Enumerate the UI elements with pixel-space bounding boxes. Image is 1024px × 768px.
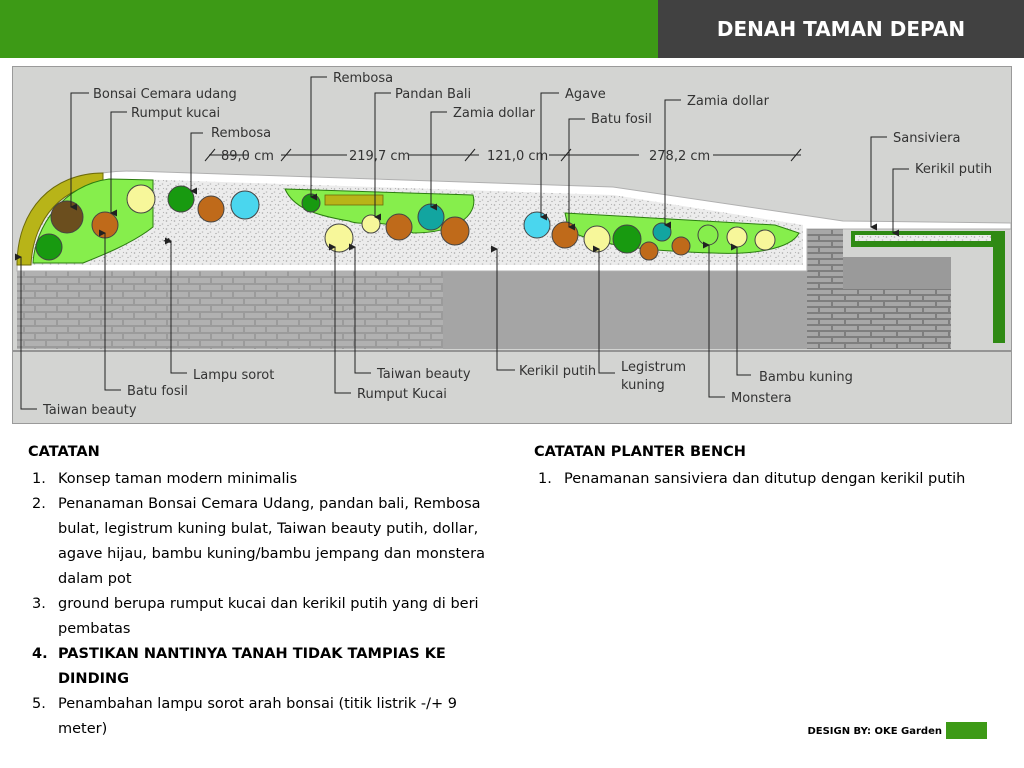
plant-agave-1	[230, 190, 260, 220]
brick-paving	[17, 269, 443, 349]
note-text: PASTIKAN NANTINYA TANAH TIDAK TAMPIAS KE…	[58, 646, 446, 687]
note-text: Penamanan sansiviera dan ditutup dengan …	[564, 471, 966, 487]
plant-batu-fosil-4	[551, 221, 579, 249]
label-agave: Agave	[565, 87, 606, 102]
label-kerikil-putih-bottom: Kerikil putih	[519, 364, 596, 379]
plant-taiwan-beauty-2	[324, 223, 354, 253]
label-taiwan-beauty-mid: Taiwan beauty	[376, 367, 471, 382]
label-kerikil-putih-right: Kerikil putih	[915, 162, 992, 177]
planter-notes-title: CATATAN PLANTER BENCH	[534, 444, 746, 460]
note-text: Penambahan lampu sorot arah bonsai (titi…	[58, 696, 457, 737]
note-text: Penanaman Bonsai Cemara Udang, pandan ba…	[58, 496, 485, 587]
plant-batu-fosil-3	[440, 216, 470, 246]
pandan-bali-block	[324, 194, 384, 206]
label-lampu-sorot: Lampu sorot	[193, 368, 274, 383]
page-title: DENAH TAMAN DEPAN	[658, 0, 1024, 58]
planter-notes-section: CATATAN PLANTER BENCH 1. Penamanan sansiv…	[534, 444, 1004, 492]
header-accent-bar	[0, 0, 658, 58]
dimension-278: 278,2 cm	[649, 149, 710, 164]
planter-notes-list: 1. Penamanan sansiviera dan ditutup denga…	[534, 467, 1004, 492]
label-leaders	[15, 76, 909, 410]
plant-labels: Bonsai Cemara udang Rumput kucai Rembosa…	[42, 71, 992, 418]
plant-legistrum	[583, 225, 611, 253]
label-sansiviera: Sansiviera	[893, 131, 960, 146]
label-bonsai-cemara-udang: Bonsai Cemara udang	[93, 87, 237, 102]
note-item: 2. Penanaman Bonsai Cemara Udang, pandan …	[28, 492, 508, 592]
note-number: 3.	[32, 596, 46, 612]
planter-note-item: 1. Penamanan sansiviera dan ditutup denga…	[534, 467, 1004, 492]
plan-drawing: 89,0 cm 219,7 cm 121,0 cm 278,2 cm Bonsa…	[13, 71, 1011, 418]
note-number: 1.	[32, 471, 46, 487]
plant-bambu-1	[697, 224, 719, 246]
plant-zamia-1	[417, 203, 445, 231]
note-item: 3. ground berupa rumput kucai dan kerikil…	[28, 592, 508, 642]
note-text: Konsep taman modern minimalis	[58, 471, 298, 487]
label-batu-fosil-bottom: Batu fosil	[127, 384, 188, 399]
sansiviera-strip-vertical	[993, 231, 1005, 343]
notes-title: CATATAN	[28, 444, 100, 460]
notes-section: CATATAN 1. Konsep taman modern minimalis …	[28, 444, 508, 742]
label-bambu-kuning: Bambu kuning	[759, 370, 853, 385]
plant-batu-fosil-5	[639, 241, 659, 261]
plant-batu-fosil-2	[385, 213, 413, 241]
plant-rumput-kucai	[126, 184, 156, 214]
notes-list: 1. Konsep taman modern minimalis 2. Penana…	[28, 467, 508, 742]
label-batu-fosil-top: Batu fosil	[591, 112, 652, 127]
label-rumput-kucai-top: Rumput kucai	[131, 106, 220, 121]
plant-taiwan-beauty	[35, 233, 63, 261]
label-taiwan-beauty-bottom: Taiwan beauty	[42, 403, 137, 418]
label-rembosa-top: Rembosa	[333, 71, 393, 86]
plant-rembosa-2	[197, 195, 225, 223]
garden-plan: 89,0 cm 219,7 cm 121,0 cm 278,2 cm Bonsa…	[12, 66, 1012, 424]
note-number: 1.	[538, 471, 552, 487]
dimension-121: 121,0 cm	[487, 149, 548, 164]
label-rumput-kucai-bottom: Rumput Kucai	[357, 387, 447, 402]
plant-rembosa	[167, 185, 195, 213]
note-number: 2.	[32, 496, 46, 512]
dimension-lines	[204, 148, 802, 162]
note-item: 5. Penambahan lampu sorot arah bonsai (ti…	[28, 692, 508, 742]
plant-agave-2	[523, 211, 551, 239]
label-zamia-dollar-1: Zamia dollar	[453, 106, 536, 121]
label-legistrum-1: Legistrum	[621, 360, 686, 375]
plant-bambu-3	[754, 229, 776, 251]
label-zamia-dollar-2: Zamia dollar	[687, 94, 770, 109]
dimension-89: 89,0 cm	[221, 149, 274, 164]
note-number: 5.	[32, 696, 46, 712]
label-legistrum-2: kuning	[621, 378, 665, 393]
plant-rumput-kucai-2	[361, 214, 381, 234]
plant-taiwan-beauty-3	[612, 224, 642, 254]
label-pandan-bali: Pandan Bali	[395, 87, 471, 102]
note-number: 4.	[32, 646, 48, 662]
design-credit: DESIGN BY: OKE Garden	[807, 726, 942, 737]
plant-bonsai	[50, 200, 84, 234]
label-rembosa-left: Rembosa	[211, 126, 271, 141]
planter-bench-wall	[807, 229, 843, 349]
planter-bench-brick	[843, 289, 951, 349]
label-monstera: Monstera	[731, 391, 792, 406]
plant-bambu-2	[726, 226, 748, 248]
footer-accent-box	[946, 722, 987, 739]
plant-zamia-2	[652, 222, 672, 242]
kerikil-strip	[855, 235, 991, 241]
note-item-warning: 4. PASTIKAN NANTINYA TANAH TIDAK TAMPIAS …	[28, 642, 508, 692]
concrete-paving	[443, 269, 813, 349]
plant-monstera	[671, 236, 691, 256]
dimension-219: 219,7 cm	[349, 149, 410, 164]
note-item: 1. Konsep taman modern minimalis	[28, 467, 508, 492]
note-text: ground berupa rumput kucai dan kerikil p…	[58, 596, 479, 637]
